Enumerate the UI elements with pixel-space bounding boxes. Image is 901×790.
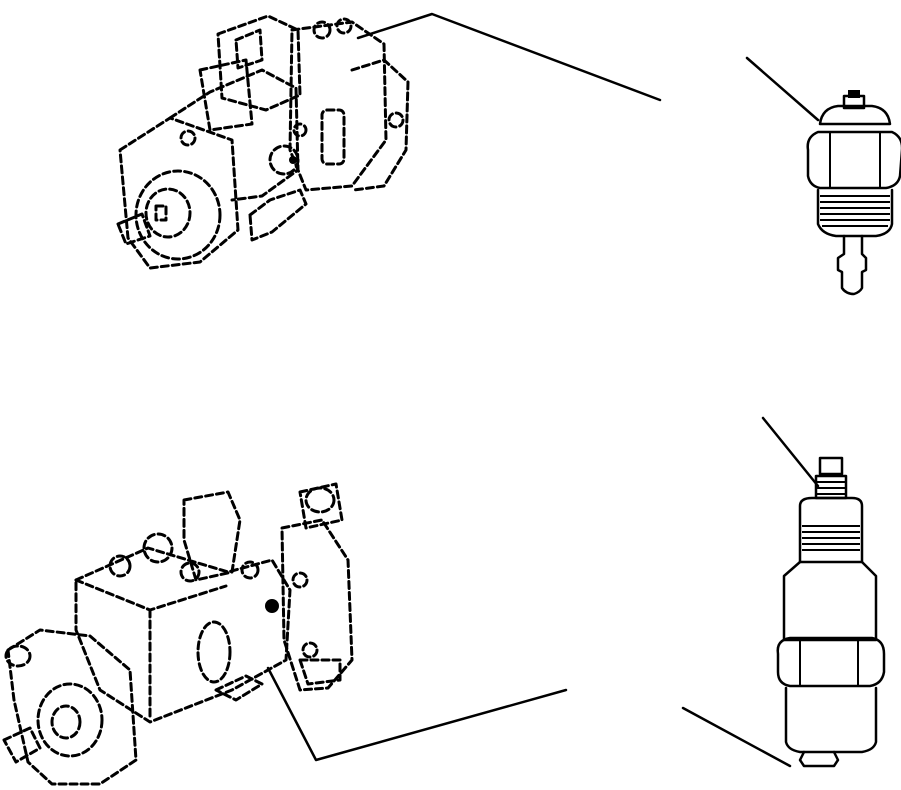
pump-bottom-hub-inner (50, 704, 82, 740)
solenoid-bottom-neck (798, 496, 864, 564)
pump-bottom-lower-arm (214, 674, 264, 702)
solenoid-bottom-lower-body (784, 686, 878, 754)
pump-top-screw-4 (179, 129, 197, 147)
pump-bottom-cap-fitting (304, 486, 336, 514)
pump-bottom-screw-3 (301, 641, 319, 659)
pump-top-lower-arm (248, 188, 308, 242)
pump-top-screw-1 (312, 20, 332, 40)
solenoid-bottom-hex (776, 636, 886, 688)
injection-pump-bottom (2, 482, 354, 786)
pump-top-side-cover (350, 58, 410, 192)
pump-top-front-housing (118, 116, 240, 270)
pump-bottom-flange-hub (36, 682, 104, 758)
solenoid-top-terminal-stud (848, 90, 860, 98)
solenoid-bottom-neck-threads (802, 525, 860, 551)
pump-bottom-solenoid-mount (265, 599, 279, 613)
pump-top-solenoid-mount (289, 156, 297, 164)
pump-top-screw-2 (335, 17, 353, 35)
leader-line-bottom-pump (266, 666, 568, 762)
pump-top-screw-5 (292, 122, 308, 138)
pump-bottom-body (74, 546, 292, 724)
solenoid-bottom-terminal-nut (818, 456, 844, 476)
solenoid-bottom-terminal-threads (814, 474, 848, 500)
pump-top-body (168, 68, 300, 202)
leader-line-bottom-solenoid-base (681, 706, 792, 768)
pump-bottom-governor (280, 518, 354, 692)
pump-bottom-flange-ear (4, 644, 32, 668)
solenoid-top-hex (806, 130, 901, 190)
pump-top-shaft-key (154, 204, 168, 222)
pump-top-head-port (234, 28, 264, 70)
pump-bottom-governor-cap (298, 482, 344, 530)
leader-line-bottom-solenoid (761, 416, 820, 488)
leader-line-top-solenoid (745, 56, 820, 122)
pump-top-lever-plate (198, 58, 254, 132)
pump-top-window (320, 108, 346, 166)
fuel-shutoff-solenoid-bottom (681, 416, 886, 768)
pump-top-screw-3 (387, 111, 405, 129)
pump-top-head (216, 14, 302, 112)
solenoid-top-thread-body (816, 188, 894, 238)
solenoid-top-plunger (836, 234, 868, 296)
solenoid-top-cap (818, 104, 892, 126)
solenoid-top-threads (820, 195, 890, 227)
leader-line-top-pump (356, 12, 662, 102)
pump-bottom-head-screw (179, 561, 201, 583)
pump-bottom-front-flange (6, 628, 138, 786)
pump-bottom-body-edge (74, 578, 228, 612)
pump-top-flange (134, 169, 222, 261)
pump-top-shaft (116, 212, 152, 246)
pump-bottom-top-fitting (142, 532, 174, 564)
pump-bottom-head (182, 490, 242, 582)
pump-bottom-screw-1 (240, 560, 260, 580)
pump-bottom-lower-tab (298, 658, 342, 686)
pump-top-flange-hub (144, 187, 192, 239)
fuel-shutoff-solenoid-top (745, 56, 901, 296)
pump-bottom-screw-2 (291, 571, 309, 589)
solenoid-bottom-plunger (798, 750, 840, 768)
pump-bottom-side-window (196, 620, 232, 684)
pump-top-fitting (268, 144, 300, 176)
injection-pump-top (116, 14, 410, 270)
pump-bottom-shaft (2, 726, 42, 764)
pump-bottom-top-screw (108, 554, 132, 578)
solenoid-bottom-body (782, 560, 878, 642)
